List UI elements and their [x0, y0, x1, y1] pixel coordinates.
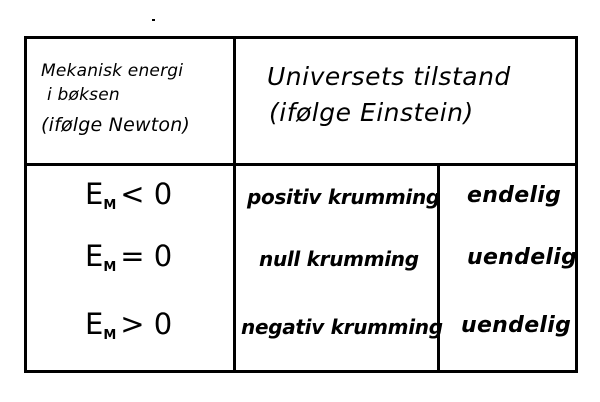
curvature-cell-row2: null krumming — [259, 247, 419, 271]
energy-subscript: M — [103, 328, 117, 343]
curvature-cell-row3: negativ krumming — [241, 315, 443, 339]
extent-cell-row3: uendelig — [461, 313, 572, 338]
column-divider-main — [233, 39, 236, 370]
energy-cell-row1: EM< 0 — [85, 177, 172, 213]
energy-universe-table: Mekanisk energi i bøksen (ifølge Newton)… — [24, 36, 578, 373]
header-right-line2: (ifølge Einstein) — [269, 98, 474, 127]
header-right-line1: Universets tilstand — [267, 62, 511, 91]
extent-cell-row2: uendelig — [467, 245, 578, 270]
header-left-line3: (ifølge Newton) — [41, 114, 191, 136]
energy-relation: = 0 — [120, 239, 173, 273]
curvature-cell-row1: positiv krumming — [247, 185, 440, 209]
header-universe-state: Universets tilstand (ifølge Einstein) — [267, 59, 567, 131]
ink-speck — [152, 19, 155, 21]
energy-relation: > 0 — [120, 307, 173, 341]
energy-cell-row3: EM> 0 — [85, 307, 172, 343]
energy-subscript: M — [103, 198, 117, 213]
energy-subscript: M — [103, 260, 117, 275]
energy-symbol: E — [85, 177, 104, 211]
column-divider-sub — [437, 163, 440, 370]
header-left-line2: i bøksen — [47, 85, 120, 105]
header-mechanical-energy: Mekanisk energi i bøksen (ifølge Newton) — [41, 59, 227, 137]
energy-cell-row2: EM= 0 — [85, 239, 172, 275]
header-divider — [27, 163, 575, 166]
energy-symbol: E — [85, 307, 104, 341]
extent-cell-row1: endelig — [467, 183, 562, 208]
energy-symbol: E — [85, 239, 104, 273]
energy-relation: < 0 — [120, 177, 173, 211]
header-left-line1: Mekanisk energi — [41, 61, 184, 81]
